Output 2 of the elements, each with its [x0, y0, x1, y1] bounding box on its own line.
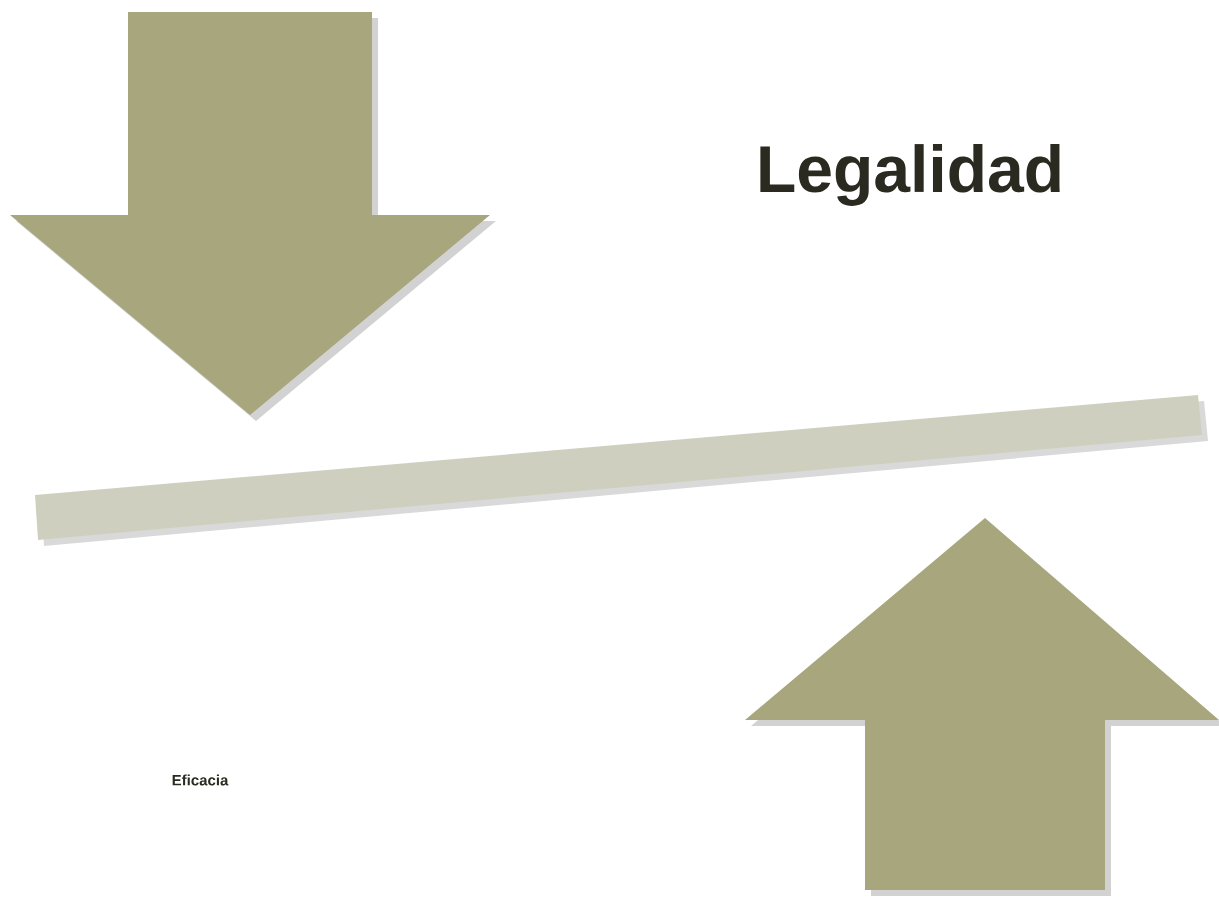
- label-text: Eficacia: [172, 774, 229, 786]
- heading-text: Legalidad: [760, 144, 1060, 206]
